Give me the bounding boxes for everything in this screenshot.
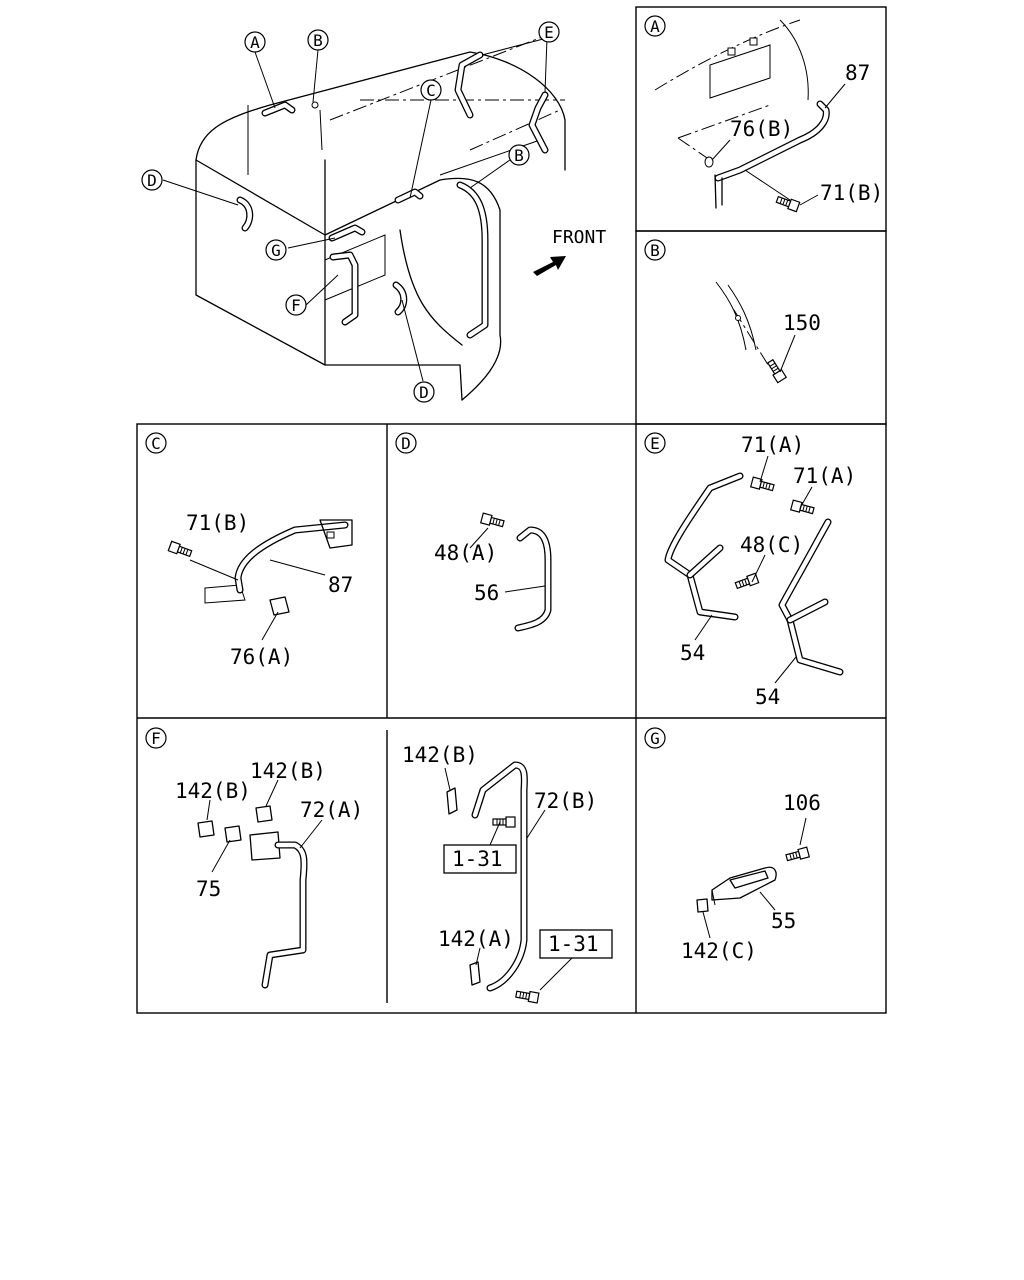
part-label: 150 bbox=[783, 311, 821, 335]
part-label: 71(A) bbox=[793, 464, 856, 488]
part-label: 142(C) bbox=[681, 939, 757, 963]
svg-text:1-31: 1-31 bbox=[548, 932, 599, 956]
part-label: 48(C) bbox=[740, 533, 803, 557]
svg-text:F: F bbox=[291, 296, 301, 315]
svg-text:B: B bbox=[514, 146, 524, 165]
front-arrow-icon bbox=[533, 256, 566, 276]
reference-box[interactable]: 1-31 bbox=[443, 844, 517, 874]
panel-b-key: B bbox=[644, 239, 666, 261]
part-label: 142(B) bbox=[175, 779, 251, 803]
svg-text:1-31: 1-31 bbox=[452, 847, 503, 871]
part-label: 56 bbox=[474, 581, 499, 605]
svg-text:A: A bbox=[250, 33, 260, 52]
part-label: 72(B) bbox=[534, 789, 597, 813]
svg-text:D: D bbox=[401, 434, 411, 453]
svg-text:C: C bbox=[151, 434, 161, 453]
svg-text:C: C bbox=[426, 81, 436, 100]
callout-e-main[interactable]: E bbox=[538, 21, 560, 43]
svg-text:E: E bbox=[650, 434, 660, 453]
part-label: 142(B) bbox=[250, 759, 326, 783]
svg-text:B: B bbox=[313, 31, 323, 50]
part-label: 55 bbox=[771, 909, 796, 933]
svg-text:F: F bbox=[151, 729, 161, 748]
callout-c-main[interactable]: C bbox=[420, 79, 442, 101]
panel-a-key: A bbox=[644, 15, 666, 37]
part-label: 72(A) bbox=[300, 798, 363, 822]
part-label: 76(B) bbox=[730, 117, 793, 141]
panel-f: F 142(B) 142(B) 72(A) 75 bbox=[145, 727, 363, 989]
part-label: 87 bbox=[845, 61, 870, 85]
panel-b: B 150 bbox=[644, 239, 821, 384]
panel-g: G 106 55 142(C) bbox=[644, 727, 821, 963]
svg-text:G: G bbox=[271, 241, 281, 260]
panel-c-key: C bbox=[145, 432, 167, 454]
part-label: 71(A) bbox=[741, 433, 804, 457]
svg-text:D: D bbox=[147, 171, 157, 190]
panel-a: A 87 76(B) 71(B) bbox=[644, 15, 883, 213]
part-label: 87 bbox=[328, 573, 353, 597]
panel-f-key: F bbox=[145, 727, 167, 749]
front-label: FRONT bbox=[552, 227, 606, 248]
panel-f2: 142(B) 72(B) 1-31 142(A) 1-31 bbox=[402, 743, 613, 1004]
svg-text:D: D bbox=[419, 383, 429, 402]
panel-e: E 71(A) 71(A) 48(C) 54 54 bbox=[644, 432, 856, 709]
callout-g-main[interactable]: G bbox=[265, 239, 287, 261]
part-label: 54 bbox=[680, 641, 705, 665]
panel-d: D 48(A) 56 bbox=[395, 432, 552, 632]
panel-d-key: D bbox=[395, 432, 417, 454]
callout-d2-main[interactable]: D bbox=[413, 381, 435, 403]
panel-e-key: E bbox=[644, 432, 666, 454]
svg-text:B: B bbox=[650, 241, 660, 260]
part-label: 75 bbox=[196, 877, 221, 901]
reference-box[interactable]: 1-31 bbox=[539, 929, 613, 959]
callout-d-main[interactable]: D bbox=[141, 169, 163, 191]
callout-a-main[interactable]: A bbox=[244, 31, 266, 53]
part-label: 48(A) bbox=[434, 541, 497, 565]
svg-text:G: G bbox=[650, 729, 660, 748]
part-label: 142(A) bbox=[438, 927, 514, 951]
main-cab-view: A B C D E F G B D FRONT bbox=[141, 21, 606, 403]
callout-f-main[interactable]: F bbox=[285, 294, 307, 316]
panel-g-key: G bbox=[644, 727, 666, 749]
panel-c: C 71(B) 87 76(A) bbox=[145, 432, 353, 669]
svg-text:A: A bbox=[650, 17, 660, 36]
callout-b-main[interactable]: B bbox=[307, 29, 329, 51]
part-label: 76(A) bbox=[230, 645, 293, 669]
part-label: 71(B) bbox=[820, 181, 883, 205]
part-label: 54 bbox=[755, 685, 780, 709]
panel-grid bbox=[136, 6, 887, 1014]
part-label: 106 bbox=[783, 791, 821, 815]
callout-b2-main[interactable]: B bbox=[508, 144, 530, 166]
part-label: 142(B) bbox=[402, 743, 478, 767]
svg-text:E: E bbox=[544, 23, 554, 42]
part-label: 71(B) bbox=[186, 511, 249, 535]
